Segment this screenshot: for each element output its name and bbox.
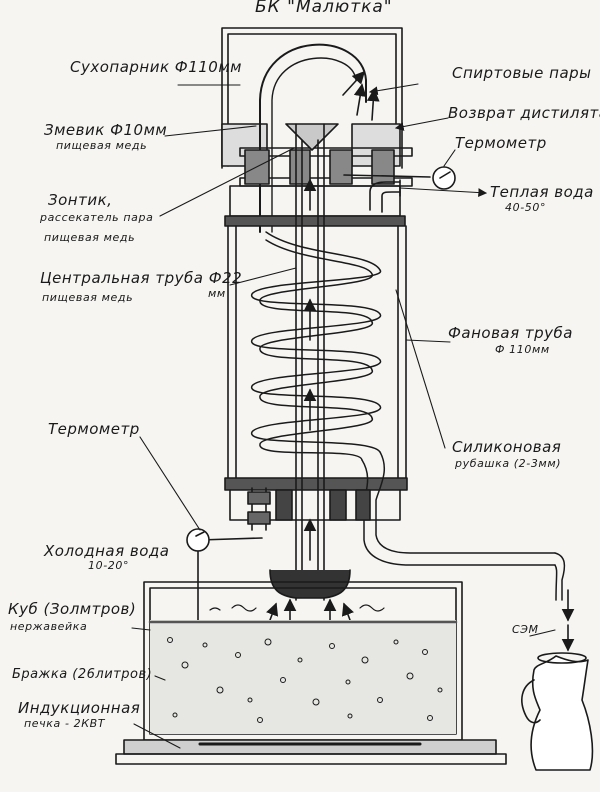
coil-arch xyxy=(259,43,367,233)
label-cold-water-temp: 10-20° xyxy=(88,559,130,572)
label-umbrella-2: рассекатель пара xyxy=(40,211,154,224)
label-umbrella-material: пищевая медь xyxy=(44,231,136,244)
label-coil: Змевик Ф10мм xyxy=(44,121,168,139)
label-distillate-return: Возврат дистилята xyxy=(448,104,600,122)
label-thermometer-left: Термометр xyxy=(48,420,140,438)
mash-bubbles xyxy=(167,637,443,723)
label-warm-water-temp: 40-50° xyxy=(505,201,547,214)
label-induction-power: печка - 2КВТ xyxy=(24,717,106,730)
collection-jug xyxy=(521,652,594,771)
label-umbrella: Зонтик, xyxy=(48,191,113,209)
still-pot xyxy=(143,581,463,741)
label-warm-water: Теплая вода xyxy=(490,183,594,201)
label-central-tube: Центральная труба Ф22 xyxy=(40,269,243,287)
label-induction: Индукционная xyxy=(18,699,141,717)
label-thermometer-top: Термометр xyxy=(455,134,547,152)
label-cold-water: Холодная вода xyxy=(44,542,170,560)
label-mash: Бражка (26литров) xyxy=(12,667,153,682)
label-coil-material: пищевая медь xyxy=(56,139,148,152)
label-fan-pipe-size: Ф 110мм xyxy=(495,343,550,356)
induction-cooker xyxy=(115,739,507,765)
label-central-tube-material: пищевая медь xyxy=(42,291,134,304)
label-central-tube-unit: мм xyxy=(208,287,226,300)
label-sem: СЭМ xyxy=(512,623,539,636)
diagram-title: БК "Малютка" xyxy=(255,0,393,17)
upper-flange xyxy=(239,147,413,187)
label-silicone-jacket: Силиконовая xyxy=(452,438,562,456)
label-pot-material: нержавейка xyxy=(10,620,88,633)
central-tube xyxy=(295,123,325,601)
label-silicone-jacket-2: рубашка (2-3мм) xyxy=(455,457,562,470)
umbrella xyxy=(285,123,339,151)
label-dry-steamer: Сухопарник Ф110мм xyxy=(70,58,242,76)
label-pot: Куб (Золмтров) xyxy=(8,600,137,618)
label-alcohol-vapors: Спиртовые пары xyxy=(452,64,592,82)
label-fan-pipe: Фановая труба xyxy=(448,324,573,342)
coil-loops xyxy=(251,231,566,601)
